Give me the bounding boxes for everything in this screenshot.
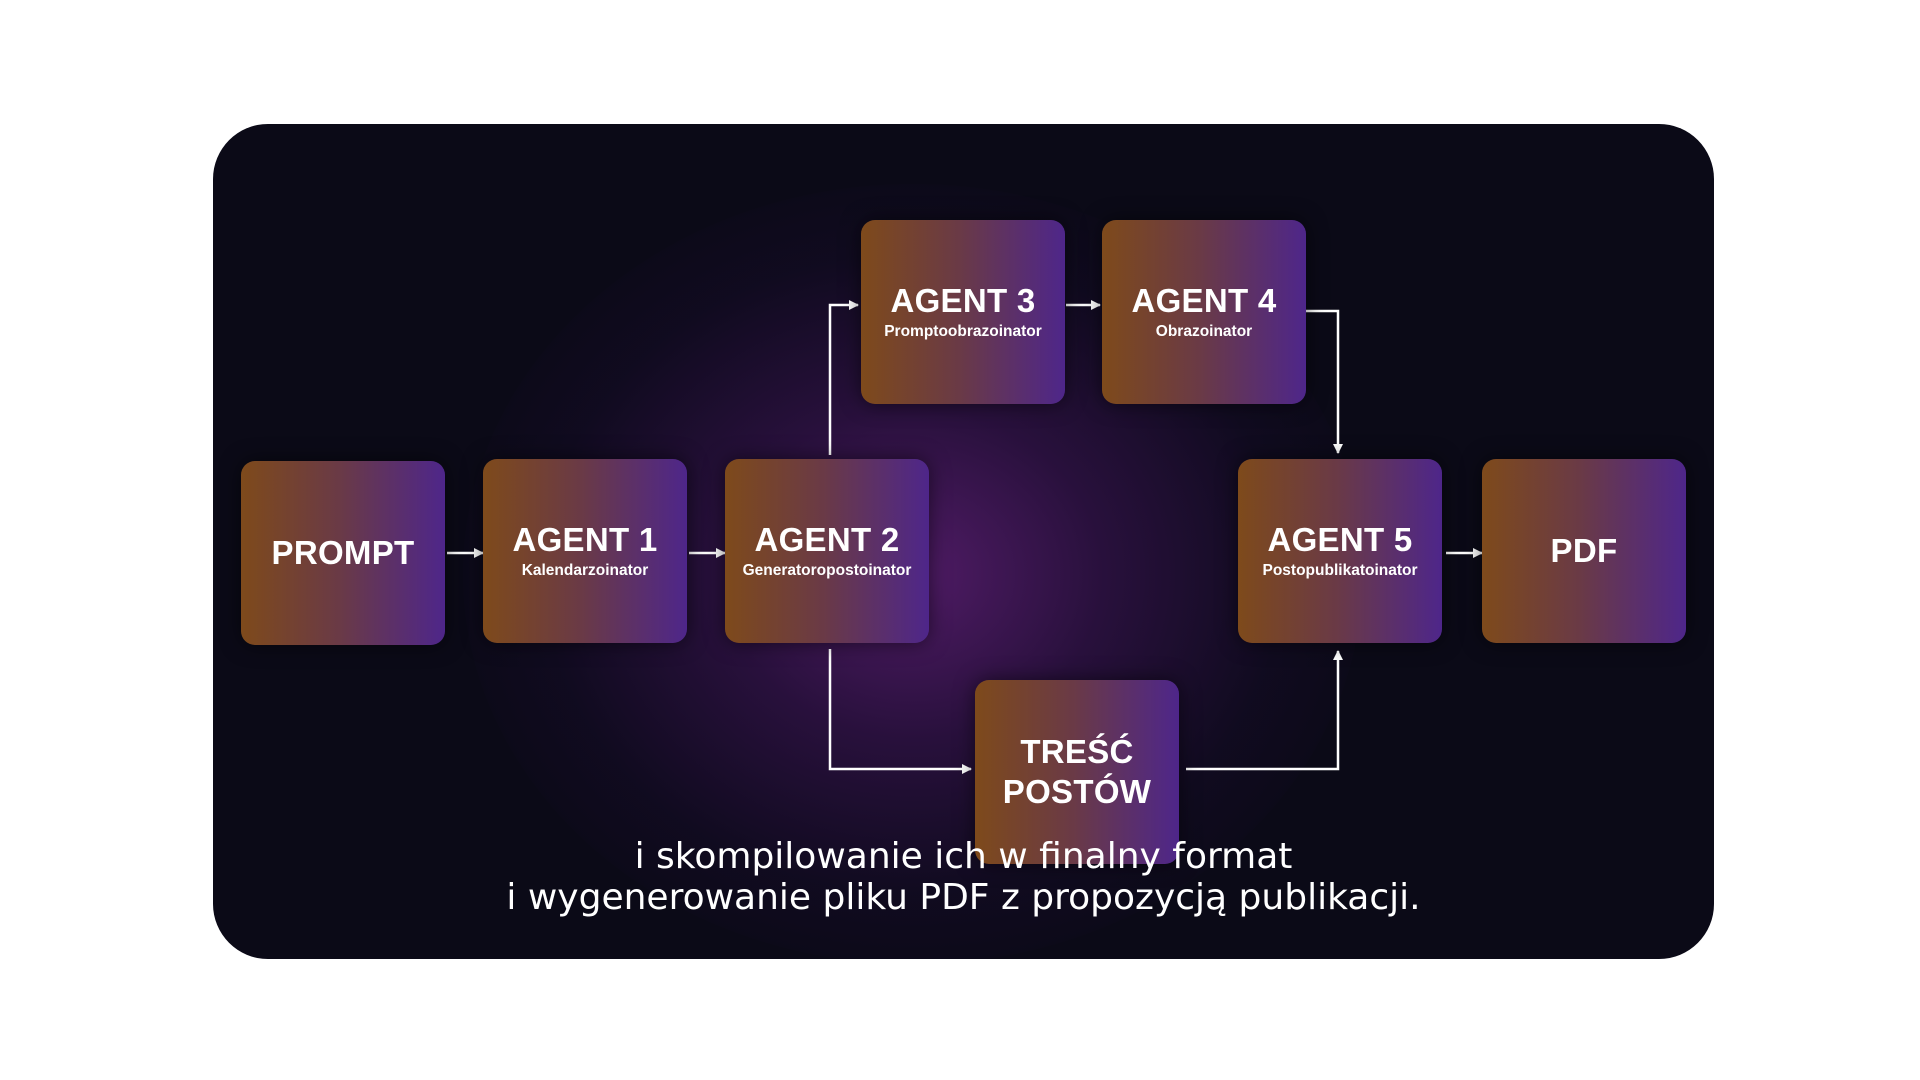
node-agent-4: AGENT 4 Obrazoinator xyxy=(1102,220,1306,404)
node-agent-2-title: AGENT 2 xyxy=(754,521,900,558)
edge-agent2-tresc xyxy=(828,649,972,774)
connectors-layer xyxy=(447,300,1483,774)
node-agent-5-title: AGENT 5 xyxy=(1267,521,1413,558)
edge-tresc-agent5 xyxy=(1186,650,1343,771)
video-caption: i skompilowanie ich w finalny format i w… xyxy=(213,836,1714,918)
node-tresc-postow-title-line-1: TREŚĆ xyxy=(1020,733,1134,770)
node-agent-3-subtitle: Promptoobrazoinator xyxy=(884,323,1042,340)
node-agent-5-subtitle: Postopublikatoinator xyxy=(1262,562,1418,579)
edge-agent4-agent5 xyxy=(1306,309,1343,454)
node-agent-4-subtitle: Obrazoinator xyxy=(1155,323,1253,340)
caption-line-2: i wygenerowanie pliku PDF z propozycją p… xyxy=(506,877,1421,918)
node-pdf-title: PDF xyxy=(1550,532,1618,569)
node-agent-2-subtitle: Generatoropostoinator xyxy=(742,562,912,579)
edge-agent2-agent3 xyxy=(828,300,859,455)
caption-line-1: i skompilowanie ich w finalny format xyxy=(634,836,1293,877)
node-agent-5: AGENT 5 Postopublikatoinator xyxy=(1238,459,1442,643)
diagram-panel: PROMPT AGENT 1 Kalendarzoinator AGENT 2 … xyxy=(213,124,1714,959)
node-prompt-title: PROMPT xyxy=(271,534,415,571)
node-agent-4-title: AGENT 4 xyxy=(1131,282,1277,319)
node-tresc-postow: TREŚĆ POSTÓW xyxy=(975,680,1179,864)
node-agent-1-subtitle: Kalendarzoinator xyxy=(521,562,649,579)
node-pdf: PDF xyxy=(1482,459,1686,643)
node-agent-3: AGENT 3 Promptoobrazoinator xyxy=(861,220,1065,404)
node-agent-2: AGENT 2 Generatoropostoinator xyxy=(725,459,929,643)
node-tresc-postow-title-line-2: POSTÓW xyxy=(1002,773,1152,810)
node-prompt: PROMPT xyxy=(241,461,445,645)
node-agent-1: AGENT 1 Kalendarzoinator xyxy=(483,459,687,643)
node-agent-3-title: AGENT 3 xyxy=(890,282,1036,319)
node-agent-1-title: AGENT 1 xyxy=(512,521,658,558)
